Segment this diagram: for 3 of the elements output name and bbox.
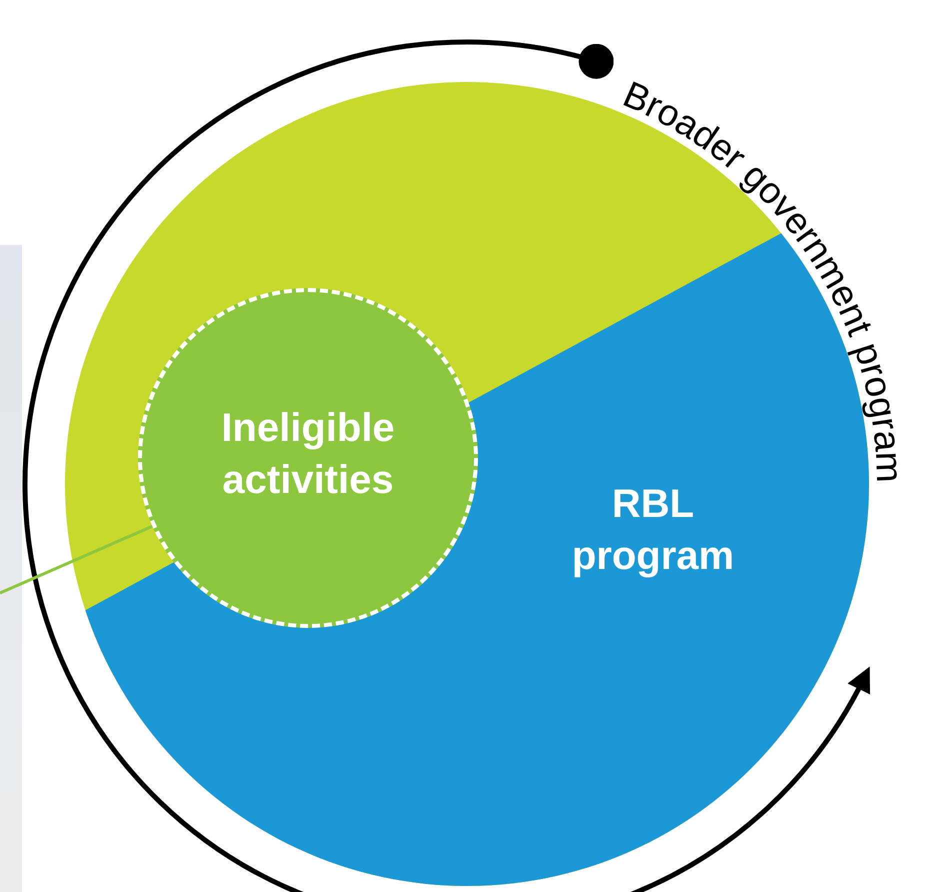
- leader-line: [0, 524, 153, 594]
- circle-label: Ineligible activities: [220, 405, 396, 504]
- segment-label: RBL program: [540, 478, 766, 584]
